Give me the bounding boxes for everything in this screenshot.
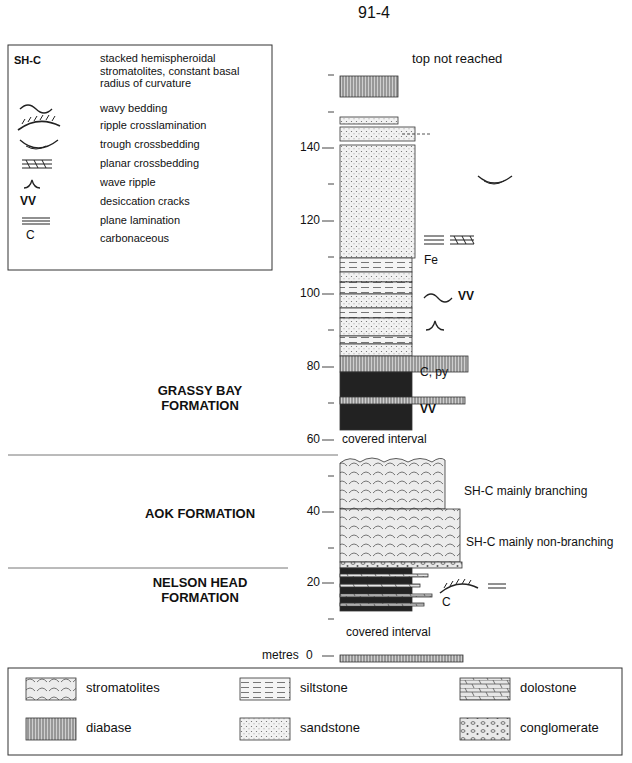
interval-note: covered interval bbox=[342, 433, 427, 447]
legend-text: trough crossbedding bbox=[100, 138, 200, 151]
depth-tick: 20 bbox=[307, 576, 320, 590]
depth-tick: 100 bbox=[300, 287, 320, 301]
legend-text: stacked hemispheroidal stromatolites, co… bbox=[100, 52, 265, 90]
stromatolite-note: SH-C mainly non-branching bbox=[466, 536, 613, 550]
note: top not reached bbox=[412, 52, 502, 67]
structure-mark: VV bbox=[458, 290, 474, 304]
depth-tick: 60 bbox=[307, 433, 320, 447]
legend-text: desiccation cracks bbox=[100, 195, 190, 208]
lithology-note: Fe bbox=[424, 254, 438, 268]
legend-key: VV bbox=[20, 195, 36, 209]
depth-tick: 140 bbox=[300, 141, 320, 155]
legend-text: wavy bedding bbox=[100, 102, 167, 115]
depth-tick: 0 bbox=[306, 649, 313, 663]
unit-label: metres bbox=[262, 649, 299, 663]
formation-name: NELSON HEAD FORMATION bbox=[130, 576, 270, 606]
legend-text: sandstone bbox=[300, 721, 360, 736]
lithology-note: C, py bbox=[420, 366, 448, 380]
formation-name: AOK FORMATION bbox=[100, 507, 300, 522]
legend-text: plane lamination bbox=[100, 214, 180, 227]
legend-text: dolostone bbox=[520, 681, 576, 696]
column-title: 91-4 bbox=[352, 4, 396, 22]
legend-text: ripple crosslamination bbox=[100, 119, 206, 132]
formation-name: GRASSY BAY FORMATION bbox=[130, 384, 270, 414]
legend-text: siltstone bbox=[300, 681, 348, 696]
legend-text: stromatolites bbox=[86, 681, 160, 696]
legend-key: SH-C bbox=[14, 54, 41, 67]
structure-mark: VV bbox=[420, 403, 436, 417]
depth-tick: 80 bbox=[307, 360, 320, 374]
legend-key: C bbox=[26, 229, 35, 243]
stromatolite-note: SH-C mainly branching bbox=[464, 485, 587, 499]
interval-note: covered interval bbox=[346, 626, 431, 640]
depth-tick: 40 bbox=[307, 505, 320, 519]
depth-tick: 120 bbox=[300, 214, 320, 228]
lithology-note: C bbox=[442, 596, 451, 610]
legend-text: planar crossbedding bbox=[100, 157, 199, 170]
legend-text: carbonaceous bbox=[100, 232, 169, 245]
legend-text: wave ripple bbox=[100, 176, 156, 189]
legend-text: conglomerate bbox=[520, 721, 599, 736]
legend-text: diabase bbox=[86, 721, 132, 736]
